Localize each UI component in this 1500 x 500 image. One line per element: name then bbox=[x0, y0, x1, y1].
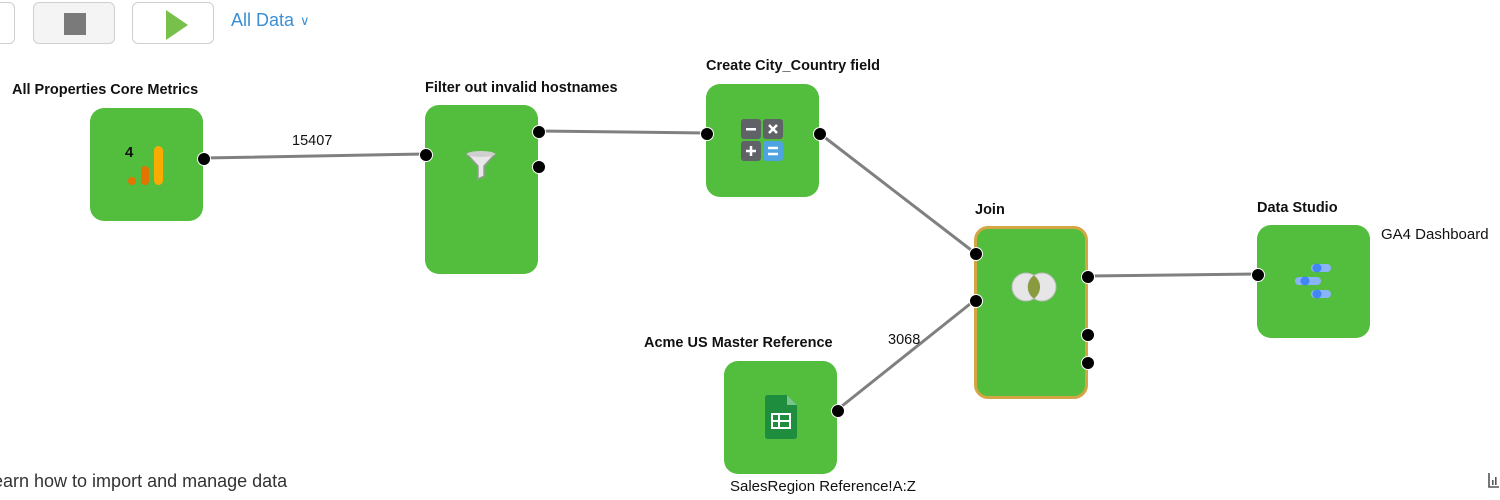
spreadsheet-icon bbox=[765, 395, 797, 439]
dataset-select-label: All Data bbox=[231, 10, 295, 30]
chevron-down-icon: ∨ bbox=[300, 12, 310, 28]
port-sheet-out[interactable] bbox=[831, 404, 845, 418]
node-join[interactable] bbox=[974, 226, 1088, 399]
stop-button[interactable] bbox=[33, 2, 115, 44]
node-filter[interactable] bbox=[425, 105, 538, 274]
edge-join-to-studio[interactable] bbox=[1085, 272, 1259, 278]
port-join-out-3[interactable] bbox=[1081, 356, 1095, 370]
port-join-in-2[interactable] bbox=[969, 294, 983, 308]
port-join-out-2[interactable] bbox=[1081, 328, 1095, 342]
node-title-calc: Create City_Country field bbox=[706, 58, 881, 74]
node-note-studio: GA4 Dashboard bbox=[1381, 226, 1489, 243]
join-venn-icon bbox=[1011, 272, 1057, 302]
dataset-select[interactable]: All Data ∨ bbox=[231, 10, 310, 31]
port-filter-out-2[interactable] bbox=[532, 160, 546, 174]
port-calc-in[interactable] bbox=[700, 127, 714, 141]
port-filter-in[interactable] bbox=[419, 148, 433, 162]
analytics-icon-label: 4 bbox=[125, 144, 134, 161]
node-title-sheet: Acme US Master Reference bbox=[644, 335, 833, 351]
node-studio[interactable] bbox=[1257, 225, 1370, 338]
node-sheet[interactable] bbox=[724, 361, 837, 474]
data-studio-icon bbox=[1295, 263, 1331, 299]
play-icon bbox=[166, 10, 188, 40]
edge-label-core-to-filter: 15407 bbox=[292, 133, 333, 149]
node-subtitle-sheet: SalesRegion Reference!A:Z bbox=[730, 478, 916, 495]
node-title-studio: Data Studio bbox=[1257, 200, 1338, 216]
edge-calc-to-join[interactable] bbox=[817, 131, 977, 255]
node-calc[interactable] bbox=[706, 84, 819, 197]
node-core-metrics[interactable]: 4 bbox=[90, 108, 203, 221]
edge-core-to-filter[interactable] bbox=[201, 152, 427, 160]
edge-filter-to-calc[interactable] bbox=[536, 129, 708, 135]
node-title-filter: Filter out invalid hostnames bbox=[425, 80, 618, 96]
help-link[interactable]: earn how to import and manage data bbox=[0, 471, 288, 491]
node-title-join: Join bbox=[975, 202, 1005, 218]
analytics-icon: 4 bbox=[125, 144, 163, 185]
run-button[interactable] bbox=[132, 2, 214, 44]
port-core-out[interactable] bbox=[197, 152, 211, 166]
port-join-out-1[interactable] bbox=[1081, 270, 1095, 284]
edge-label-sheet-to-join: 3068 bbox=[888, 332, 921, 348]
stop-icon bbox=[64, 13, 86, 35]
port-filter-out-1[interactable] bbox=[532, 125, 546, 139]
calculator-icon bbox=[741, 119, 783, 161]
chart-icon[interactable] bbox=[1488, 472, 1500, 488]
port-join-in-1[interactable] bbox=[969, 247, 983, 261]
edge-sheet-to-join[interactable] bbox=[835, 298, 977, 412]
node-title-core-metrics: All Properties Core Metrics bbox=[12, 82, 199, 98]
port-studio-in[interactable] bbox=[1251, 268, 1265, 282]
toolbar-button-left[interactable] bbox=[0, 2, 15, 44]
port-calc-out[interactable] bbox=[813, 127, 827, 141]
funnel-icon bbox=[465, 151, 497, 181]
